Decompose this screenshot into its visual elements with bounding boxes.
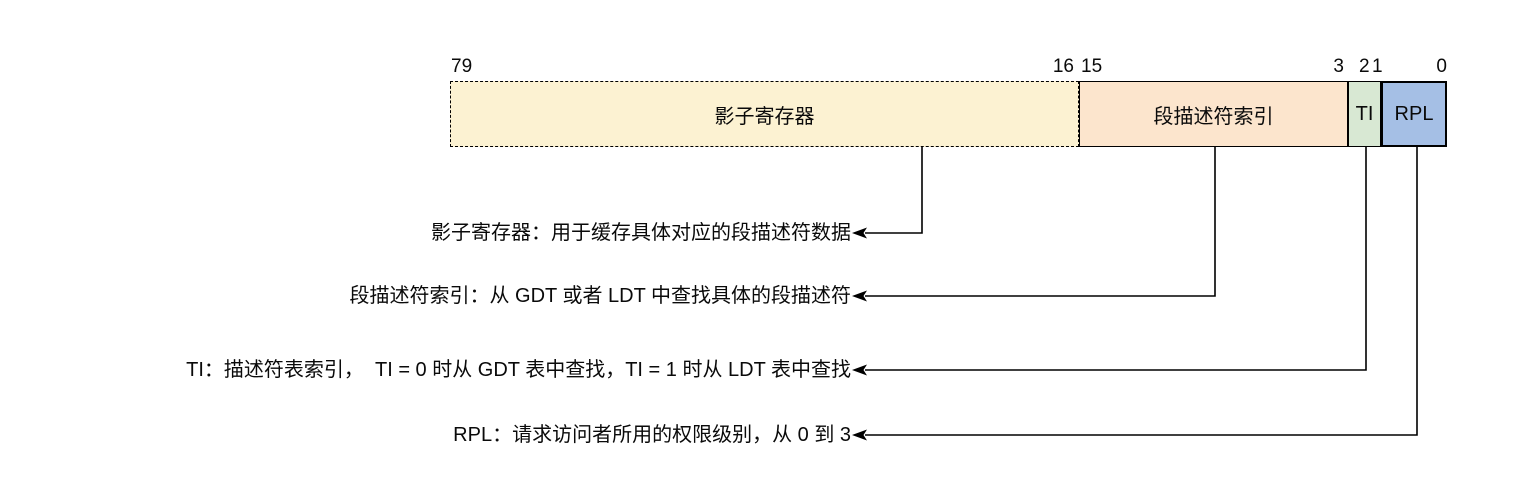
bit-label-3: 3 — [1333, 56, 1344, 77]
field-rpl-label: RPL — [1394, 102, 1434, 125]
field-descriptor-index: 段描述符索引 — [1079, 81, 1348, 147]
bit-label-79: 79 — [451, 56, 473, 77]
bit-label-15: 15 — [1081, 56, 1103, 77]
field-shadow-register: 影子寄存器 — [450, 81, 1079, 147]
arrow-line-descriptor-index — [865, 147, 1216, 297]
field-rpl: RPL — [1381, 81, 1447, 147]
arrow-line-shadow-register — [865, 147, 923, 234]
arrowhead-ti — [852, 364, 867, 376]
bit-label-0: 0 — [1436, 56, 1447, 77]
arrow-line-rpl — [865, 147, 1418, 436]
bit-label-16: 16 — [1052, 56, 1074, 77]
annotation-ti: TI：描述符表索引， TI = 0 时从 GDT 表中查找，TI = 1 时从 … — [186, 359, 851, 381]
arrow-line-ti — [865, 147, 1367, 371]
field-descriptor-index-label: 段描述符索引 — [1153, 105, 1274, 128]
field-ti: TI — [1348, 81, 1381, 147]
annotation-rpl: RPL：请求访问者所用的权限级别，从 0 到 3 — [453, 424, 851, 446]
bit-label-2: 2 — [1359, 56, 1370, 77]
field-ti-label: TI — [1355, 102, 1374, 125]
arrowhead-shadow-register — [852, 227, 867, 239]
annotation-descriptor-index: 段描述符索引：从 GDT 或者 LDT 中查找具体的段描述符 — [349, 285, 851, 307]
field-shadow-register-label: 影子寄存器 — [714, 105, 815, 128]
arrowhead-descriptor-index — [852, 290, 867, 302]
arrowhead-rpl — [852, 429, 867, 441]
annotation-shadow-register: 影子寄存器：用于缓存具体对应的段描述符数据 — [431, 222, 851, 244]
bit-label-1: 1 — [1372, 56, 1383, 77]
